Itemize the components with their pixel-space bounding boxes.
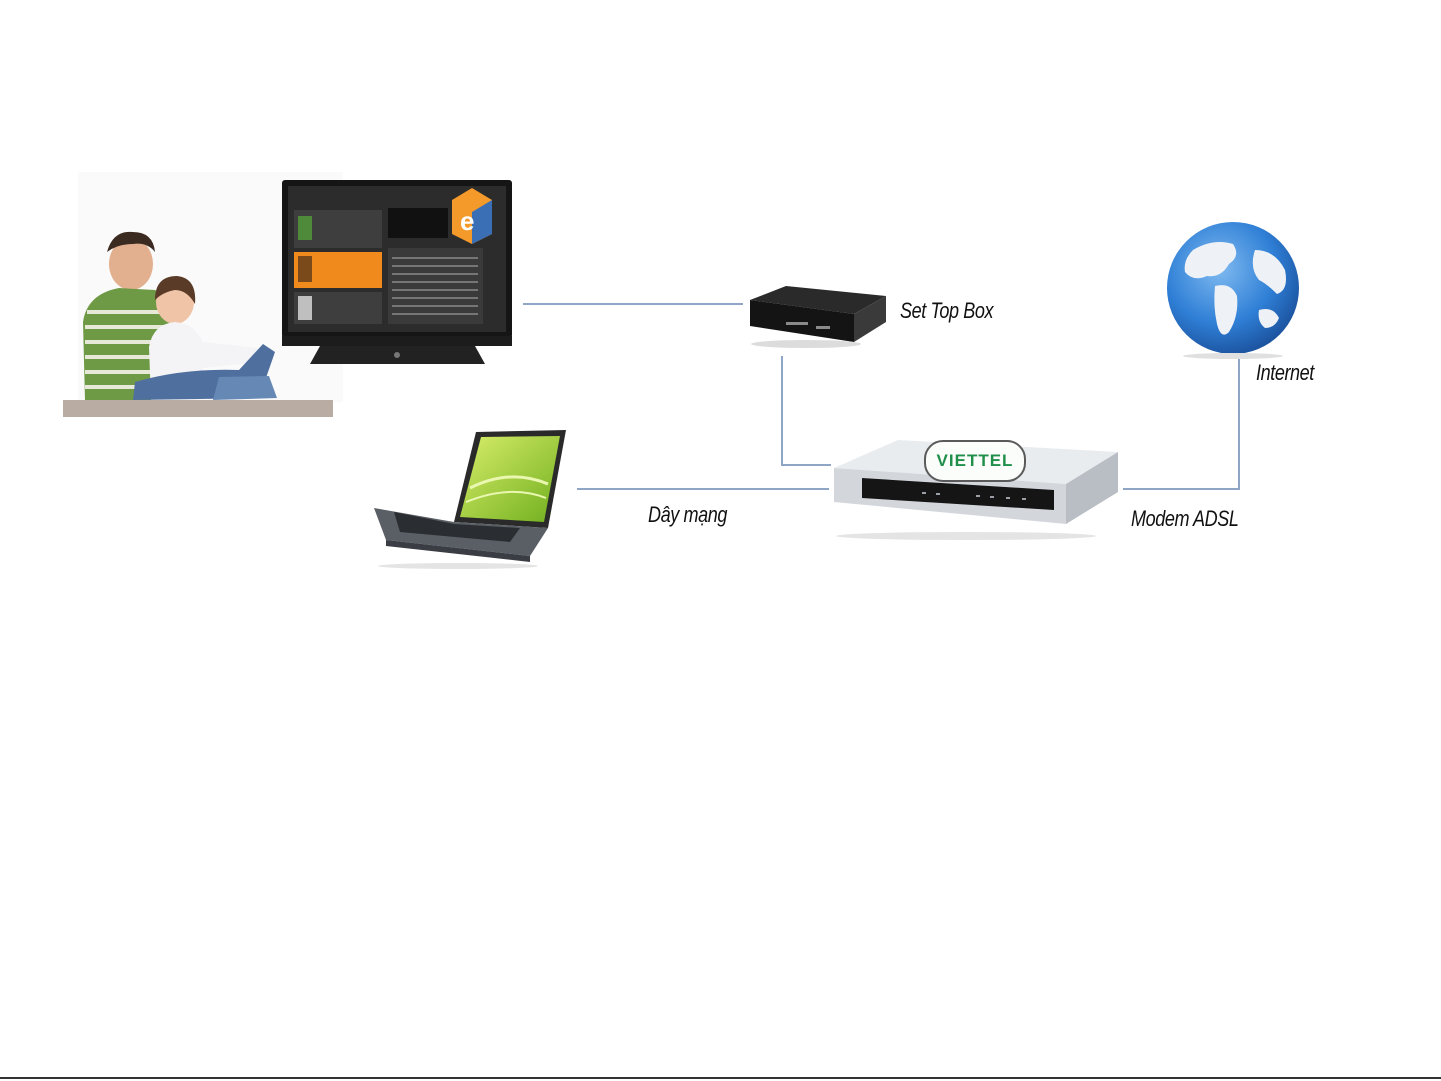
wire-tv-to-stb <box>523 303 743 305</box>
laptop-icon <box>370 428 570 570</box>
globe-icon <box>1163 220 1303 360</box>
cable-label: Dây mạng <box>648 502 727 528</box>
wire-internet-down <box>1238 355 1240 490</box>
set-top-box-label: Set Top Box <box>900 298 993 324</box>
modem-brand-badge: VIETTEL <box>924 440 1026 482</box>
tv-icon: e <box>280 178 515 370</box>
wire-stb-down <box>781 356 783 466</box>
wire-stb-to-modem <box>781 464 831 466</box>
modem-brand-text: VIETTEL <box>937 451 1014 471</box>
modem-label: Modem ADSL <box>1131 506 1239 532</box>
set-top-box-icon <box>746 282 888 350</box>
internet-label: Internet <box>1256 360 1314 386</box>
wire-laptop-to-modem <box>577 488 829 490</box>
svg-text:e: e <box>460 206 474 236</box>
bottom-border <box>0 1077 1441 1079</box>
wire-modem-to-internet <box>1123 488 1240 490</box>
